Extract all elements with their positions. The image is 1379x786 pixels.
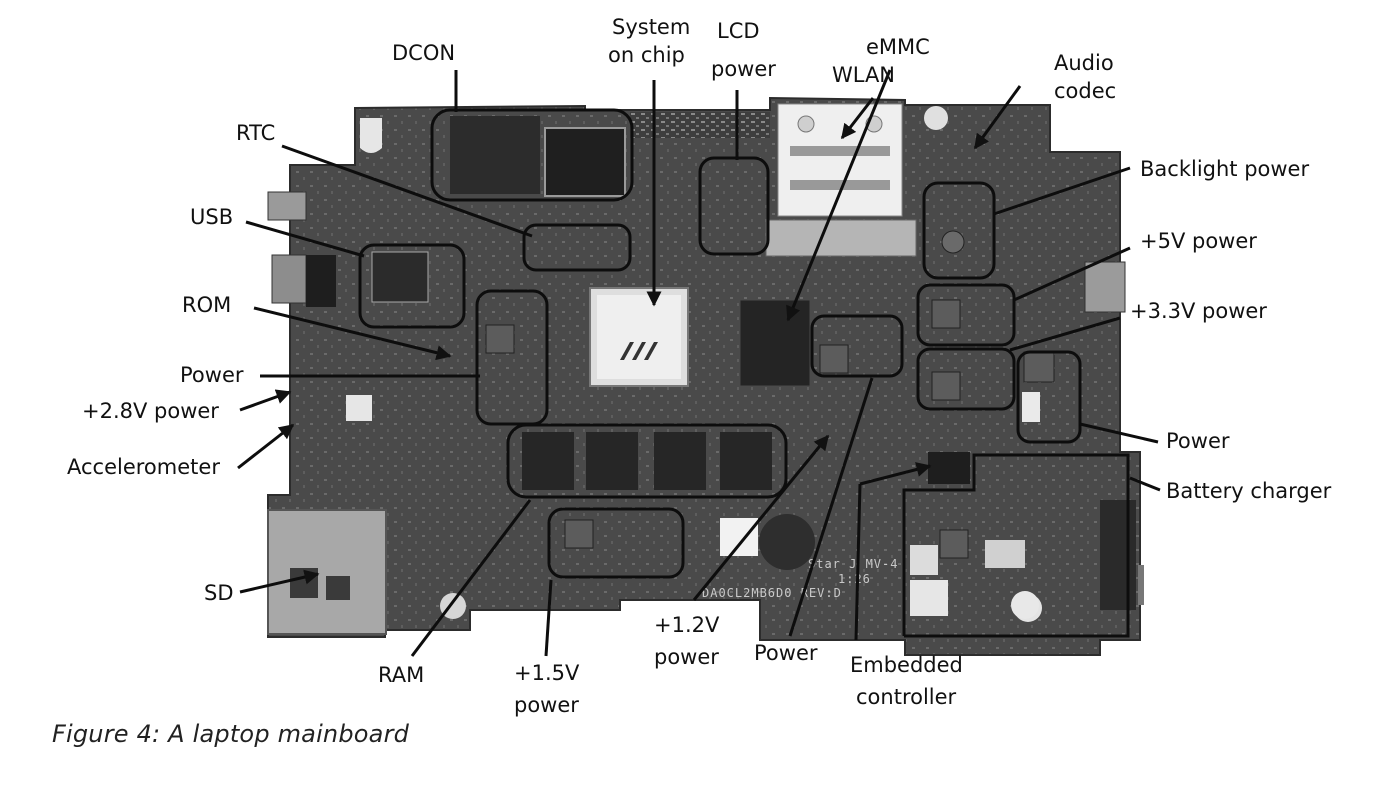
battery-charger-outline [902,453,1130,638]
battery-leader [1129,476,1161,492]
power-right-leader [1079,422,1159,444]
battery-charger-area [910,500,1144,619]
system-on-chip [589,287,689,387]
label-v12: +1.2V [654,613,720,637]
v15-leader [544,579,553,657]
v28-leader [239,389,292,412]
label-v15: power [514,693,579,717]
dcon-outline [430,108,634,202]
rtc-battery [759,514,815,570]
mounting-pad [924,106,948,130]
label-soc: System [612,15,690,39]
label-v15: +1.5V [514,661,580,685]
test-pad [346,395,372,421]
usb-leader [245,220,365,258]
label-embedded-controller: controller [856,685,957,709]
ram-outline [506,423,788,499]
lcd-power-outline [698,156,770,256]
usb-hub-chip [371,251,429,303]
display-connector [630,112,770,138]
label-sd: SD [204,581,234,605]
label-audio-codec: Audio [1054,51,1114,75]
rom-power-outline [475,289,549,426]
power-bottom-leader [788,377,874,637]
right-connector [1084,261,1126,313]
board-outline [267,96,1141,656]
v5-leader [1013,246,1131,302]
ram-chips [522,432,772,490]
backlight-leader [993,166,1131,216]
label-v12: power [654,645,719,669]
figure-caption: Figure 4: A laptop mainboard [52,720,410,748]
v5-outline [916,283,1016,347]
sd-leader [239,569,320,594]
ec-leader [854,483,862,641]
accel-leader [237,423,295,470]
dcon-memory-chip [450,116,540,194]
inductors [485,230,1055,559]
label-ram: RAM [378,663,424,687]
audio-leader [973,85,1022,150]
label-v5-power: +5V power [1140,229,1257,253]
rtc-leader [281,144,533,238]
board-silkscreen: DA0CL2MB6D0 REV:D [702,586,842,600]
label-lcd-power: power [711,57,776,81]
power-right-outline [1016,350,1082,444]
emmc-chip [739,299,811,387]
label-rtc: RTC [236,121,275,145]
backlight-outline [922,181,996,280]
label-wlan: WLAN [832,63,895,87]
usb-connector [271,254,307,304]
labels: DCON System on chip LCD power WLAN eMMC … [67,15,1332,717]
label-rom: ROM [182,293,231,317]
label-emmc: eMMC [866,35,930,59]
leader-lines [237,69,1161,657]
dcon-chip [544,127,626,197]
label-v28: +2.8V power [82,399,219,423]
mini-connector [267,191,307,221]
label-usb: USB [190,205,233,229]
label-accelerometer: Accelerometer [67,455,220,479]
test-pad [720,518,758,556]
usb-outline [358,243,466,329]
label-soc: on chip [608,43,685,67]
rtc-outline [522,223,632,272]
label-power-bottom: Power [754,641,818,665]
emmc-leader [786,69,892,322]
v33-leader [1009,316,1121,352]
label-power-right: Power [1166,429,1230,453]
label-audio-codec: codec [1054,79,1116,103]
mounting-pad [360,118,382,153]
label-backlight-power: Backlight power [1140,157,1309,181]
label-lcd-power: LCD [717,19,760,43]
label-battery-charger: Battery charger [1166,479,1332,503]
usb-connector-housing [306,255,336,307]
sd-card-slot [267,509,387,635]
right-pad [1022,392,1040,422]
ec-leader-2 [859,462,932,486]
embedded-controller-chip [928,452,970,484]
v15-outline [547,507,685,579]
mainboard: DA0CL2MB6D0 REV:D Star J MV-4 1:26 [267,96,1144,656]
label-dcon: DCON [392,41,455,65]
board-silkscreen-2: Star J MV-4 [808,557,898,571]
wlan-leader [840,97,875,140]
v12-leader [692,434,830,601]
rom-leader [253,306,452,361]
label-v33-power: +3.3V power [1130,299,1267,323]
ram-leader [410,499,532,657]
wlan-module [765,103,917,257]
label-power-left: Power [180,363,244,387]
v12-outline [810,314,904,378]
board-silkscreen-3: 1:26 [838,572,871,586]
v33-outline [916,347,1016,411]
label-embedded-controller: Embedded [850,653,963,677]
callout-outlines [358,108,1130,638]
